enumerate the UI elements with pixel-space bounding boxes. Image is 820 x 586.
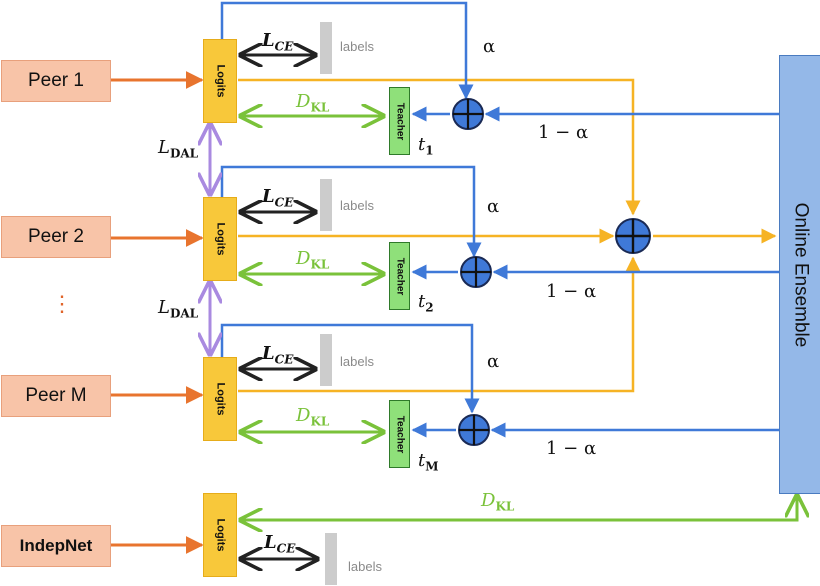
- kl-div-3: DKL: [296, 405, 330, 429]
- sum-node-3: [458, 414, 490, 446]
- ellipsis: ⋮: [51, 291, 73, 316]
- logits-peer-m: Logits: [203, 357, 237, 441]
- labels-bar-3: [320, 334, 332, 386]
- kl-div-indepnet: DKL: [481, 490, 515, 514]
- one-minus-alpha-3: 1 − α: [546, 438, 597, 459]
- online-ensemble-label: Online Ensemble: [790, 202, 812, 347]
- teacher-label: Teacher: [394, 102, 405, 140]
- logits-label: Logits: [214, 64, 226, 98]
- kl-arrows: [241, 116, 797, 520]
- logits-peer-1: Logits: [203, 39, 237, 123]
- peer-2-box: Peer 2: [1, 216, 111, 258]
- teacher-1-box: Teacher: [389, 87, 410, 155]
- peer-2-label: Peer 2: [28, 226, 84, 247]
- logits-indepnet: Logits: [203, 493, 237, 577]
- loss-ce-3: LCE: [262, 343, 294, 367]
- logits-label: Logits: [214, 518, 226, 552]
- loss-dal-2: LDAL: [158, 297, 199, 321]
- labels-text-3: labels: [340, 354, 374, 369]
- kl-div-1: DKL: [296, 91, 330, 115]
- teacher-label: Teacher: [394, 257, 405, 295]
- blue-flows: [220, 1, 779, 438]
- sum-node-1: [452, 98, 484, 130]
- peer-m-label: Peer M: [25, 385, 87, 406]
- ensemble-sum-node: [615, 218, 651, 254]
- teacher-2-box: Teacher: [389, 242, 410, 310]
- labels-bar-1: [320, 22, 332, 74]
- teacher-label: Teacher: [394, 415, 405, 453]
- teacher-m-box: Teacher: [389, 400, 410, 468]
- loss-ce-1: LCE: [262, 30, 294, 54]
- kl-div-2: DKL: [296, 248, 330, 272]
- peer-1-label: Peer 1: [28, 70, 84, 91]
- logits-label: Logits: [214, 382, 226, 416]
- loss-ce-2: LCE: [262, 186, 294, 210]
- logits-peer-2: Logits: [203, 197, 237, 281]
- logit-flows: [238, 78, 777, 393]
- loss-ce-4: LCE: [264, 532, 296, 556]
- labels-text-4: labels: [348, 559, 382, 574]
- alpha-label-3: α: [487, 351, 500, 372]
- labels-bar-2: [320, 179, 332, 231]
- peer-m-box: Peer M: [1, 375, 111, 417]
- teacher-symbol-2: t2: [418, 291, 434, 315]
- loss-dal-1: LDAL: [158, 137, 199, 161]
- peer-arrows: [111, 71, 204, 554]
- indepnet-box: IndepNet: [1, 525, 111, 567]
- indepnet-label: IndepNet: [19, 536, 93, 555]
- online-ensemble-box: Online Ensemble: [779, 55, 820, 494]
- teacher-symbol-m: tM: [418, 450, 439, 474]
- alpha-label-1: α: [483, 36, 496, 57]
- one-minus-alpha-2: 1 − α: [546, 281, 597, 302]
- logits-label: Logits: [214, 222, 226, 256]
- teacher-symbol-1: t1: [418, 134, 434, 158]
- one-minus-alpha-1: 1 − α: [538, 122, 589, 143]
- labels-text-2: labels: [340, 198, 374, 213]
- labels-text-1: labels: [340, 39, 374, 54]
- labels-bar-4: [325, 533, 337, 585]
- sum-node-2: [460, 256, 492, 288]
- alpha-label-2: α: [487, 196, 500, 217]
- peer-1-box: Peer 1: [1, 60, 111, 102]
- ce-arrows: [241, 55, 317, 559]
